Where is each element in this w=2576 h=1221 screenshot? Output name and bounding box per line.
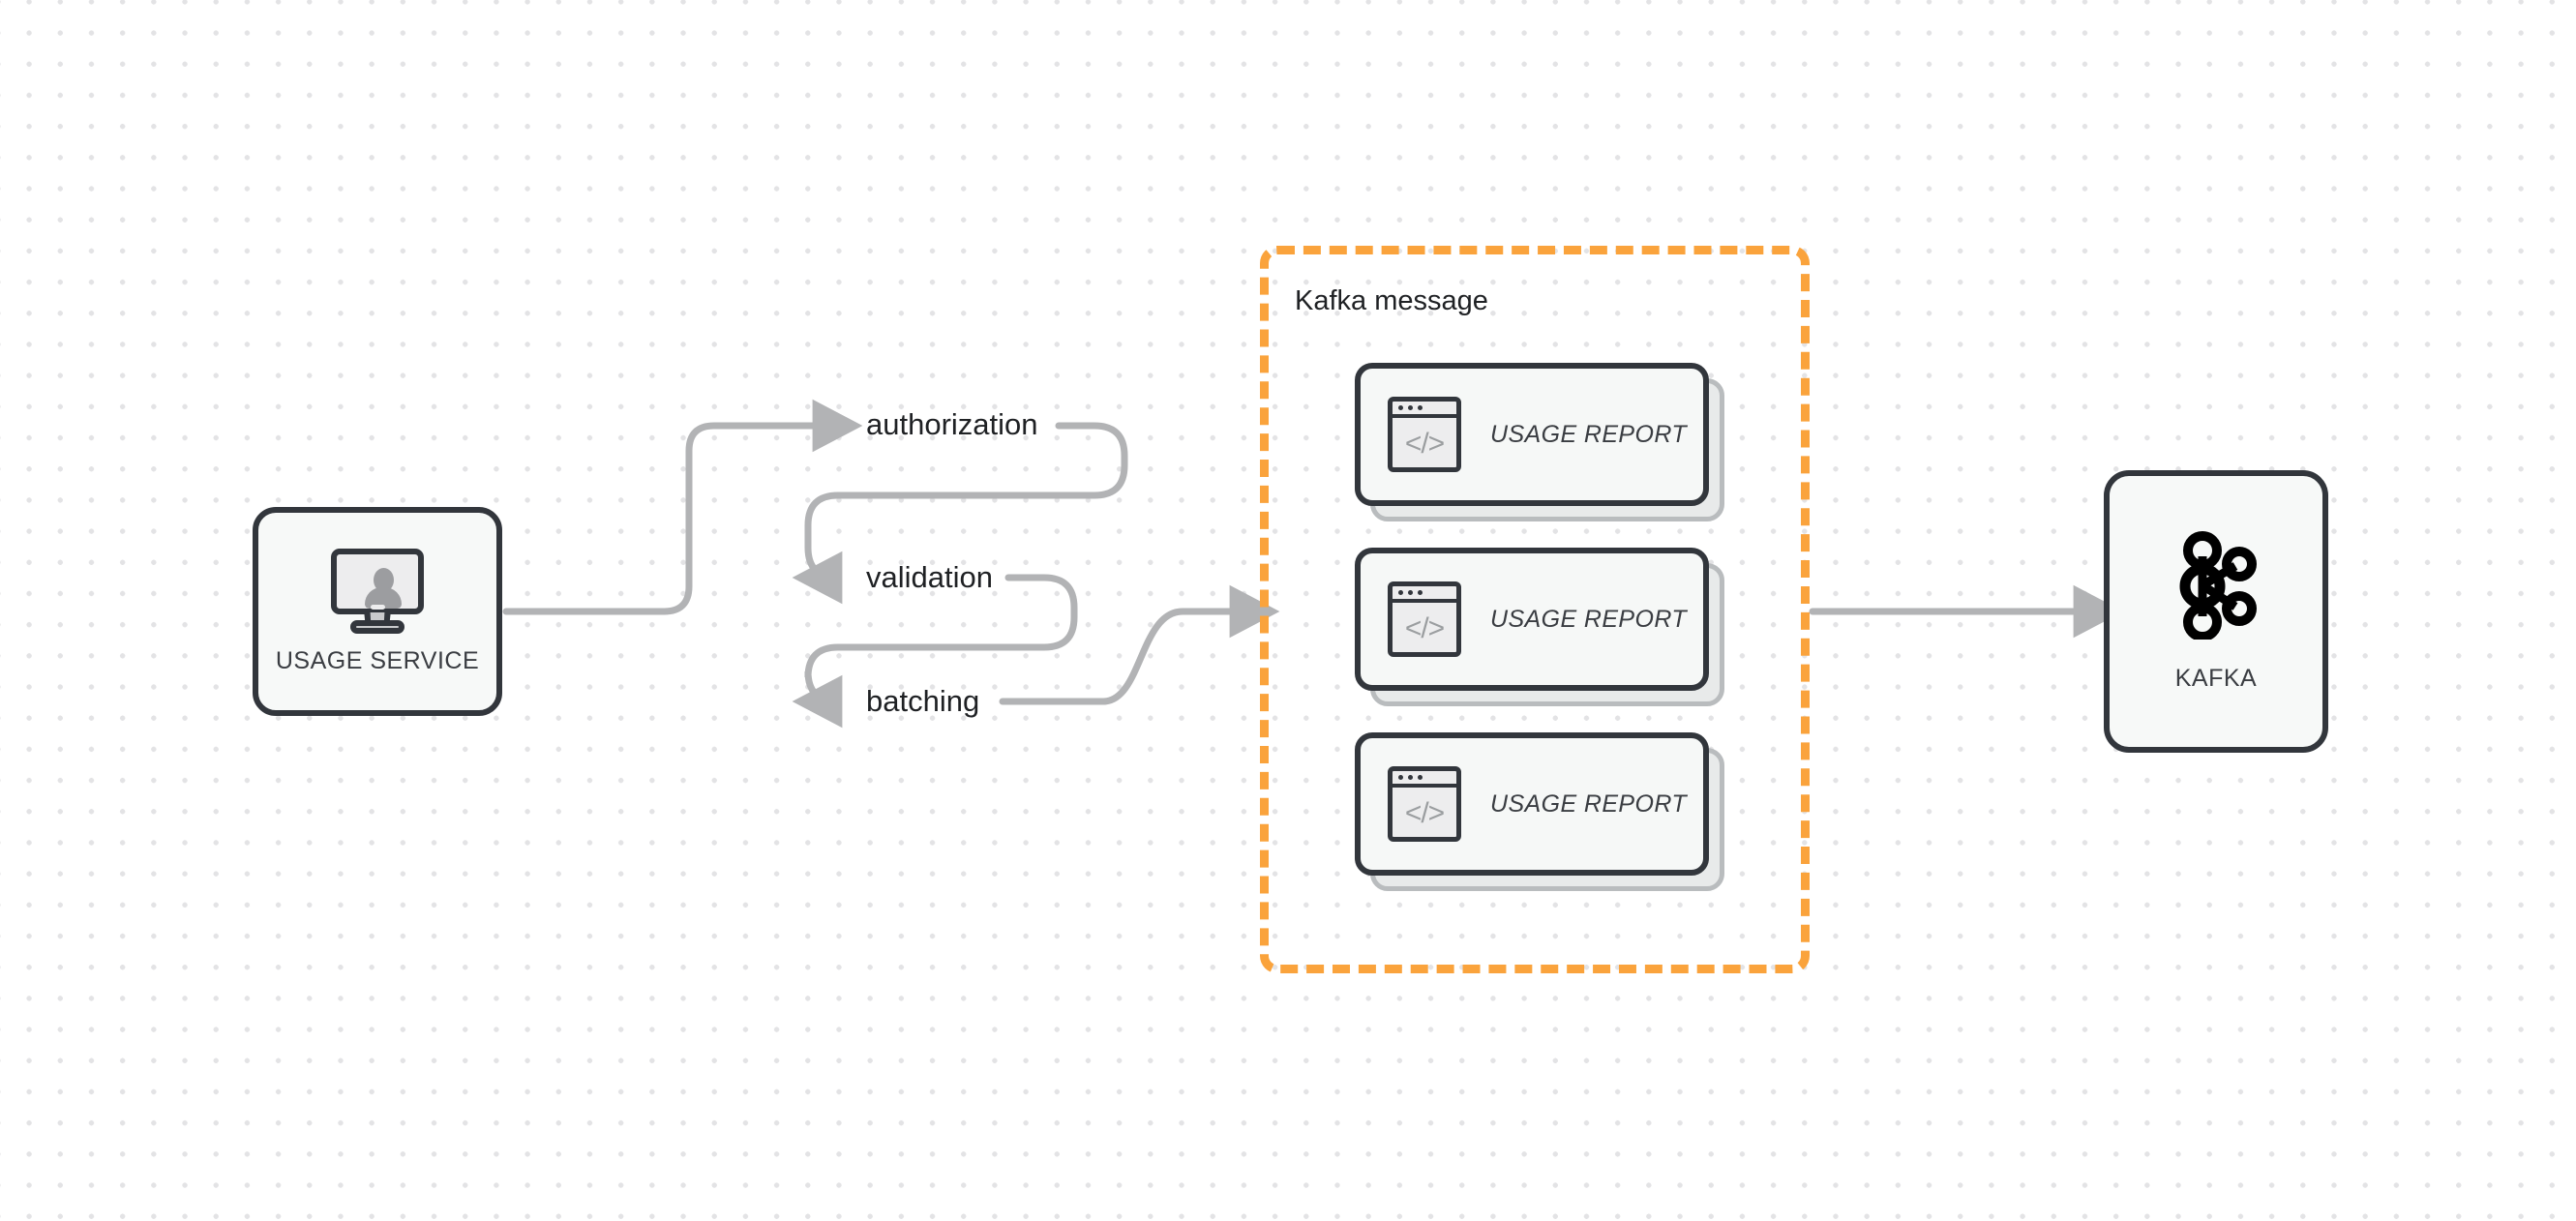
code-window-icon: </> [1388,581,1461,657]
code-glyph: </> [1404,428,1445,460]
node-usage-service[interactable]: USAGE SERVICE [253,507,502,716]
edge-usage-service-to-authorization [502,399,863,615]
step-label-validation: validation [866,560,993,594]
node-kafka[interactable]: KAFKA [2104,470,2328,753]
edge-validation-to-batching [792,574,1078,729]
card-usage-report-label: USAGE REPORT [1490,789,1687,818]
card-usage-report[interactable]: </> USAGE REPORT [1355,732,1724,891]
group-kafka-message[interactable] [1260,246,1810,973]
group-kafka-message-label: Kafka message [1295,285,1488,316]
code-glyph: </> [1404,797,1445,829]
edge-batching-to-kafka-message [999,584,1280,705]
monitor-user-icon [331,548,424,634]
step-label-authorization: authorization [866,407,1038,441]
kafka-logo-icon [2179,530,2257,640]
card-usage-report-label: USAGE REPORT [1490,605,1687,633]
card-usage-report-label: USAGE REPORT [1490,420,1687,448]
code-window-icon: </> [1388,397,1461,472]
card-usage-report[interactable]: </> USAGE REPORT [1355,548,1724,706]
node-kafka-label: KAFKA [2174,664,2258,692]
edge-authorization-to-validation [792,422,1128,605]
code-window-icon: </> [1388,766,1461,842]
node-usage-service-label: USAGE SERVICE [275,646,480,674]
step-label-batching: batching [866,684,980,718]
code-glyph: </> [1404,612,1445,644]
card-usage-report[interactable]: </> USAGE REPORT [1355,363,1724,521]
